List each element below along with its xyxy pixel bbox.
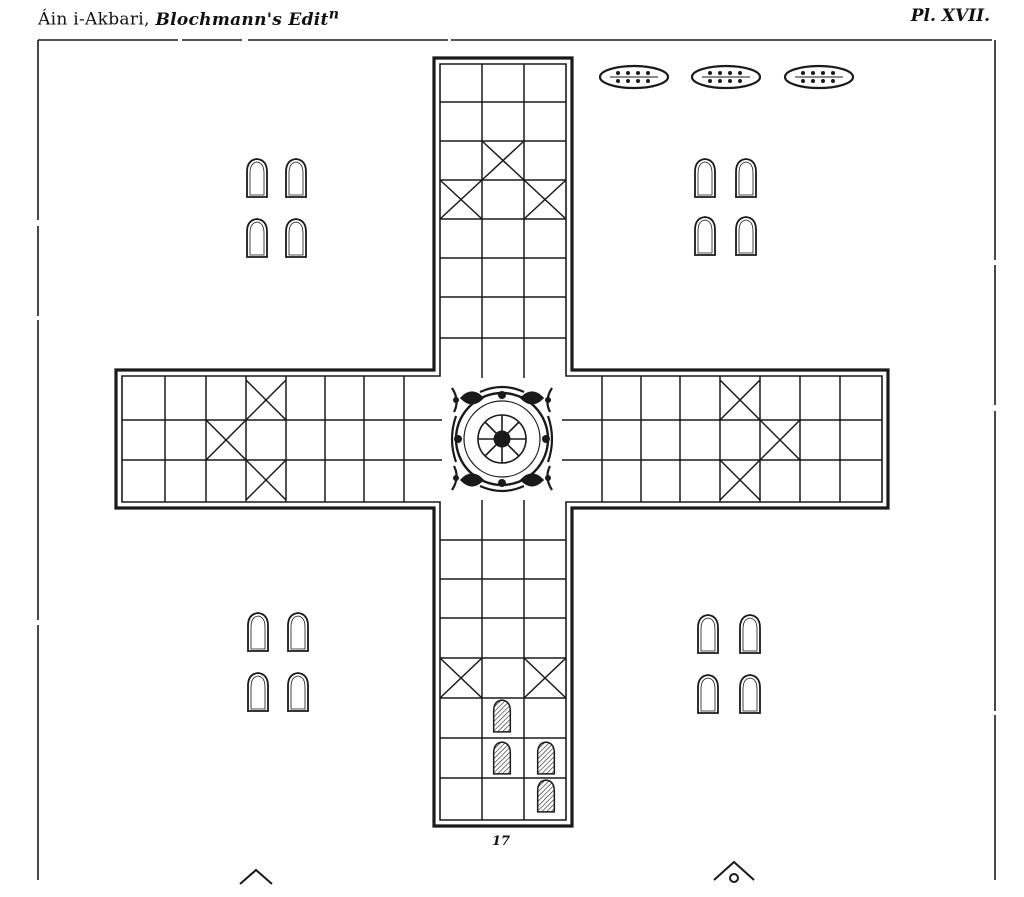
cowrie-shell-icon <box>783 64 855 90</box>
center-rosette-ornament <box>442 378 562 500</box>
pieces-top-right <box>694 158 757 256</box>
top-arm-grid <box>439 64 567 378</box>
game-piece-icon <box>246 158 268 198</box>
game-piece-icon <box>697 614 719 654</box>
game-piece-icon <box>694 158 716 198</box>
game-piece-icon <box>739 614 761 654</box>
game-piece-icon <box>287 672 309 712</box>
cowrie-shell-icon <box>690 64 762 90</box>
game-piece-icon <box>735 158 757 198</box>
game-piece-icon <box>697 674 719 714</box>
bottom-arm-grid <box>439 500 567 820</box>
pieces-bottom-left <box>247 612 309 712</box>
book-title: Áin i-Akbari, <box>38 9 150 30</box>
game-piece-icon <box>285 158 307 198</box>
plate-header-title: Áin i-Akbari, Blochmann's Editn <box>38 6 339 30</box>
game-piece-icon <box>739 674 761 714</box>
game-piece-icon <box>287 612 309 652</box>
page-number: 17 <box>492 834 511 849</box>
pieces-bottom-right <box>697 614 761 714</box>
shaded-piece-icon <box>536 779 556 813</box>
game-piece-icon <box>694 216 716 256</box>
game-piece-icon <box>247 672 269 712</box>
cowrie-shell-icon <box>598 64 670 90</box>
pieces-top-left <box>246 158 307 258</box>
bottom-partial-shapes <box>239 860 755 885</box>
page-frame <box>37 39 996 880</box>
cowrie-shells <box>598 64 855 90</box>
game-piece-icon <box>285 218 307 258</box>
game-piece-icon <box>247 612 269 652</box>
shaded-piece-icon <box>492 699 512 733</box>
shaded-piece-icon <box>536 741 556 775</box>
game-piece-icon <box>735 216 757 256</box>
shaded-piece-icon <box>492 741 512 775</box>
board-outline <box>114 56 890 828</box>
right-arm-grid <box>562 376 882 502</box>
left-arm-grid <box>122 376 442 502</box>
game-piece-icon <box>246 218 268 258</box>
plate-number: Pl. XVII. <box>910 6 990 26</box>
edition-label: Blochmann's Editn <box>155 6 340 30</box>
